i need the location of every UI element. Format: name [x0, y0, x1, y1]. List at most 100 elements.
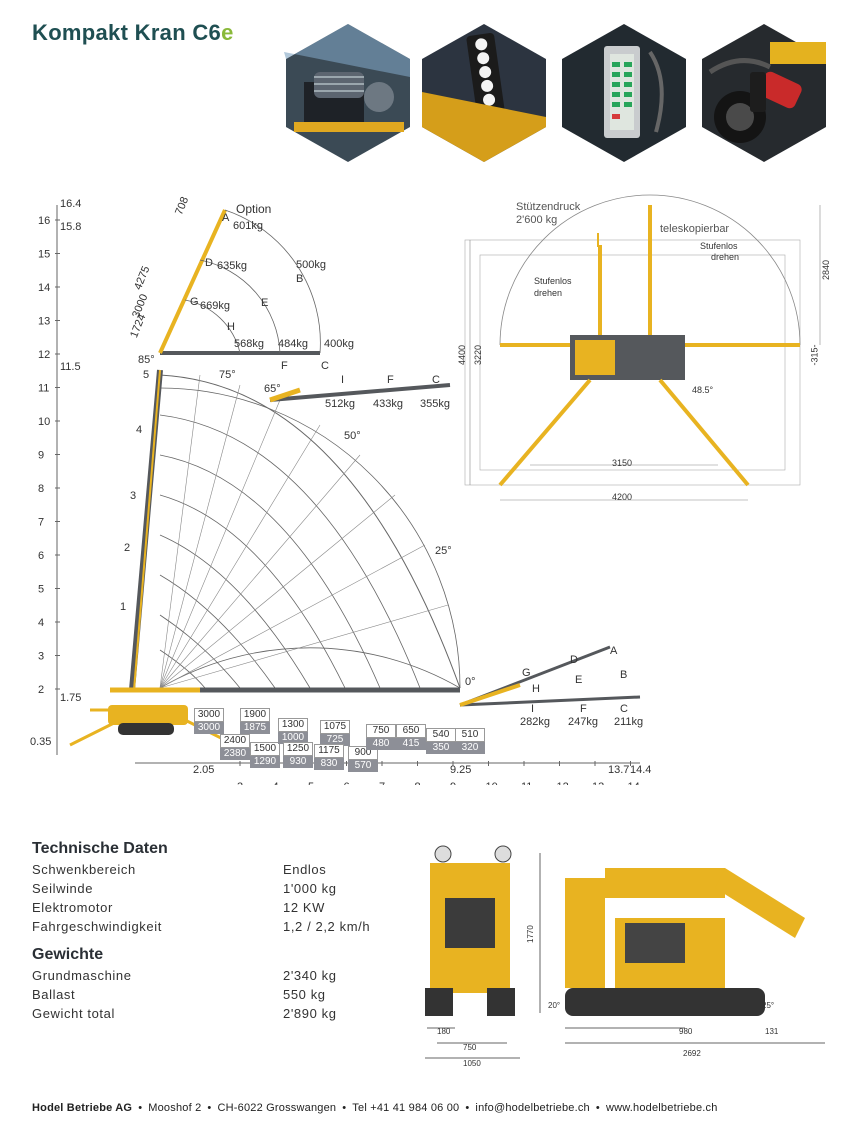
- load-table-upper: 1300: [278, 718, 308, 732]
- dim-4200: 4200: [612, 492, 633, 502]
- angle-25-deg: 25°: [762, 1001, 774, 1010]
- y-tick-label: 9: [38, 450, 44, 462]
- y-tick-label: 12: [38, 349, 50, 361]
- load-table-upper: 2400: [220, 734, 250, 748]
- x-tick-label: 9: [450, 781, 456, 785]
- boom-section-5: 5: [143, 369, 150, 381]
- x-tick-label: 14: [628, 781, 640, 785]
- footer-sep: •: [465, 1102, 470, 1114]
- point-b: B: [296, 273, 304, 285]
- dim-1724: 1724: [128, 312, 149, 340]
- dim-3150: 3150: [612, 458, 633, 468]
- boom-section-4: 4: [136, 424, 143, 436]
- spec-label: Fahrgeschwindigkeit: [32, 919, 162, 934]
- load-table-lower: 3000: [194, 722, 224, 734]
- y-tick-label: 15: [38, 249, 50, 261]
- load-400: 400kg: [324, 338, 354, 350]
- load-table-lower: 725: [320, 734, 350, 746]
- boom-section-1: 1: [120, 601, 127, 613]
- load-484: 484kg: [278, 338, 308, 350]
- low-point-i: I: [531, 703, 535, 715]
- load-table-upper: 750: [366, 724, 396, 738]
- load-635: 635kg: [217, 260, 247, 272]
- front-view: [425, 845, 520, 1059]
- spec-label: Seilwinde: [32, 881, 94, 896]
- dim-980: 980: [679, 1027, 693, 1036]
- low-point-f: F: [580, 703, 587, 715]
- spec-value: 12 KW: [283, 900, 326, 915]
- footer-phone[interactable]: Tel +41 41 984 06 00: [352, 1102, 460, 1114]
- low-point-d: D: [570, 654, 578, 666]
- angle-48-5: 48.5°: [692, 385, 714, 395]
- jib-mid-point-f: F: [387, 374, 394, 386]
- y-tick-label: 14: [38, 282, 50, 294]
- load-table-lower: 320: [455, 742, 485, 754]
- footer-city: CH-6022 Grosswangen: [217, 1102, 337, 1114]
- dim-131: 131: [765, 1027, 779, 1036]
- spec-label: Schwenkbereich: [32, 862, 136, 877]
- y-tick-label: 2: [38, 684, 44, 696]
- y-tick-label: 5: [38, 584, 44, 596]
- load-table-lower: 480: [366, 738, 396, 750]
- footer-street: Mooshof 2: [148, 1102, 202, 1114]
- point-a: A: [222, 212, 230, 224]
- footer-web[interactable]: www.hodelbetriebe.ch: [605, 1102, 718, 1114]
- load-500: 500kg: [296, 259, 326, 271]
- dim-3220: 3220: [473, 344, 484, 366]
- y-axis-ticks: 161514131211109876543216.415.811.51.750.…: [30, 198, 81, 748]
- load-247: 247kg: [568, 716, 598, 728]
- load-table-upper: 1250: [283, 742, 313, 756]
- weight-value: 2'340 kg: [283, 968, 337, 983]
- y-tick-label: 8: [38, 483, 44, 495]
- y-extra-label: 0.35: [30, 736, 51, 748]
- y-tick-label: 16: [38, 215, 50, 227]
- x-extra-label: 14.4: [630, 764, 651, 776]
- x-extra-label: 9.25: [450, 764, 471, 776]
- load-table-upper: 1175: [314, 744, 344, 758]
- load-table-upper: 3000: [194, 708, 224, 722]
- dim-1050: 1050: [463, 1059, 481, 1068]
- dim-4275: 4275: [132, 264, 153, 292]
- winch-photo: [284, 22, 412, 164]
- point-c: C: [321, 360, 329, 372]
- dim-708: 708: [173, 195, 192, 217]
- x-tick-label: 12: [557, 781, 569, 785]
- control-panel-photo: [560, 22, 688, 164]
- x-tick-label: 13: [592, 781, 604, 785]
- load-table-upper: 1900: [240, 708, 270, 722]
- footer-sep: •: [342, 1102, 347, 1114]
- teleskopierbar-label: teleskopierbar: [660, 223, 730, 235]
- angle-75: 75°: [219, 369, 236, 381]
- tech-heading: Technische Daten: [32, 840, 168, 857]
- weight-label: Gewicht total: [32, 1006, 115, 1021]
- weight-value: 550 kg: [283, 987, 326, 1002]
- x-tick-label: 5: [308, 781, 314, 785]
- load-table-upper: 510: [455, 728, 485, 742]
- footer-sep: •: [207, 1102, 212, 1114]
- side-view: [539, 853, 825, 1044]
- load-table-lower: 415: [396, 738, 426, 750]
- point-h: H: [227, 321, 235, 333]
- x-extra-label: 13.7: [608, 764, 629, 776]
- dim-1770: 1770: [526, 925, 535, 943]
- x-tick-label: 7: [379, 781, 385, 785]
- low-point-b: B: [620, 669, 628, 681]
- load-512: 512kg: [325, 398, 355, 410]
- footer-email[interactable]: info@hodelbetriebe.ch: [475, 1102, 590, 1114]
- angle-85: 85°: [138, 354, 155, 366]
- diagram-labels: Option 708 4275 3000 1724 A 601kg D 635k…: [120, 195, 831, 728]
- footer-company: Hodel Betriebe AG: [32, 1102, 133, 1114]
- load-table-lower: 1875: [240, 722, 270, 734]
- x-tick-label: 4: [273, 781, 279, 785]
- y-extra-label: 11.5: [60, 361, 81, 373]
- page-title: Kompakt Kran C6e: [32, 20, 234, 45]
- x-tick-label: 11: [521, 781, 532, 785]
- drehen-left: drehen: [534, 288, 563, 298]
